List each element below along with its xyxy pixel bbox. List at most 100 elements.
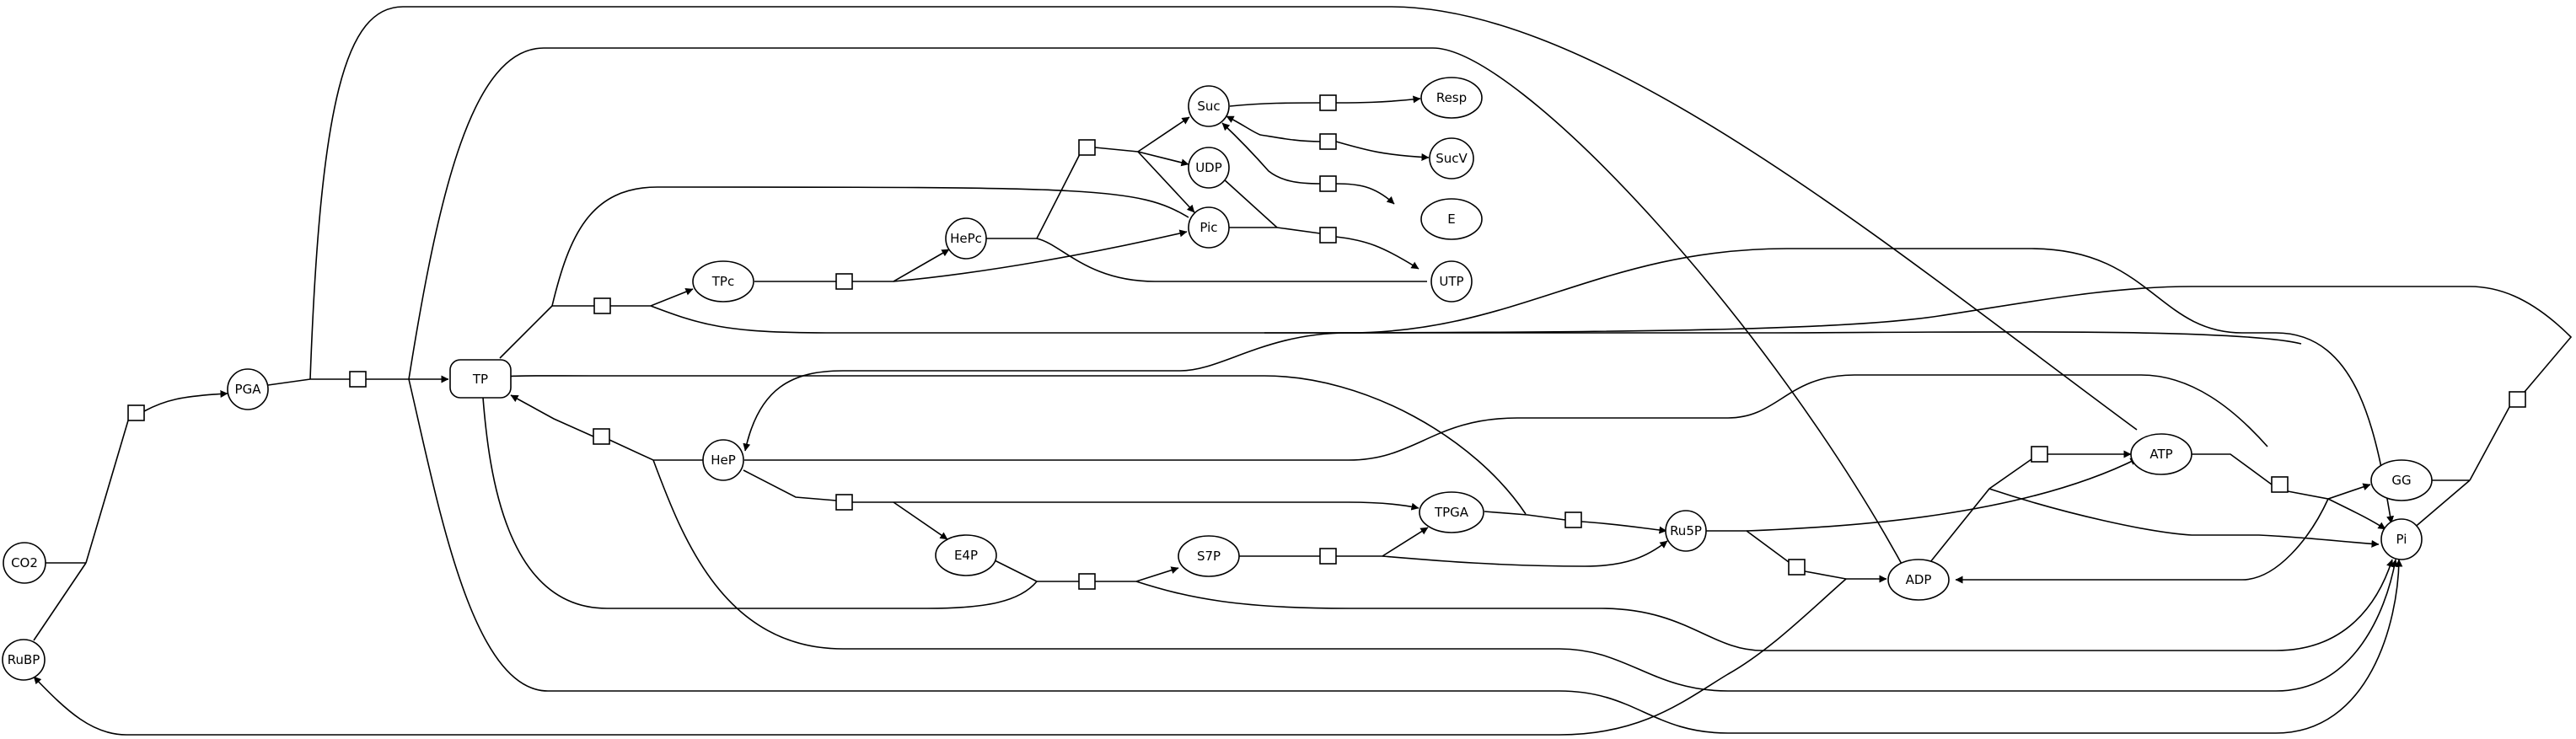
reaction-box-r3[interactable] (593, 297, 611, 314)
edge-hep-to-r11 (609, 439, 703, 461)
reaction-box-r11[interactable] (593, 428, 610, 445)
edge-tp-to-junction (499, 305, 553, 359)
node-label-hep: HeP (711, 453, 736, 468)
node-tp[interactable]: TP (449, 359, 512, 399)
node-resp[interactable]: Resp (1420, 77, 1483, 119)
edge-r14-to-ru5p (1382, 540, 1668, 567)
reaction-box-r18[interactable] (2271, 476, 2289, 493)
edge-r7-to-suc (1226, 115, 1321, 142)
edge-tp-to-tpga-long (487, 375, 1527, 515)
edge-ru5p-to-r16 (1704, 530, 1790, 563)
node-sucv[interactable]: SucV (1429, 137, 1474, 179)
edge-r1-to-pga (143, 389, 228, 412)
edge-r16-to-rubp (33, 578, 1847, 736)
edge-r3-to-pi (650, 248, 2395, 524)
edge-r11-to-pi (652, 459, 2398, 692)
reaction-box-r8[interactable] (1319, 175, 1337, 192)
reaction-box-r2[interactable] (349, 371, 367, 388)
edge-r18-to-pi (2327, 498, 2386, 530)
reaction-box-r13[interactable] (1078, 573, 1096, 590)
edge-junction-to-suc (1137, 116, 1190, 153)
node-hep[interactable]: HeP (702, 439, 744, 481)
reaction-box-r16[interactable] (1788, 559, 1806, 576)
node-udp[interactable]: UDP (1188, 147, 1230, 189)
edge-suc-to-r6 (1229, 102, 1321, 107)
node-adp[interactable]: ADP (1887, 559, 1950, 601)
node-label-ru5p: Ru5P (1670, 523, 1702, 538)
node-label-s7p: S7P (1197, 549, 1221, 564)
node-e4p[interactable]: E4P (935, 534, 997, 576)
node-atp[interactable]: ATP (2130, 433, 2192, 475)
reaction-box-r1[interactable] (127, 404, 145, 421)
node-label-utp: UTP (1439, 274, 1463, 289)
node-hepc[interactable]: HePc (945, 217, 987, 260)
reaction-box-r15[interactable] (1564, 511, 1582, 528)
edge-r12-to-tpga (852, 501, 1419, 511)
edge-r13-to-s7p (1095, 566, 1179, 582)
node-label-rubp: RuBP (8, 652, 40, 667)
edge-adp-to-r17 (1929, 458, 2032, 563)
node-label-sucv: SucV (1436, 151, 1468, 166)
node-gg[interactable]: GG (2370, 459, 2433, 501)
reaction-box-r6[interactable] (1319, 94, 1337, 111)
edge-r8-to-e (1335, 183, 1395, 205)
node-ru5p[interactable]: Ru5P (1665, 510, 1707, 552)
node-label-pga: PGA (235, 382, 262, 397)
edge-r11-to-tp (510, 394, 594, 437)
node-label-co2: CO2 (11, 555, 38, 570)
node-label-udp: UDP (1195, 160, 1222, 175)
edge-hep-to-atp (744, 374, 2268, 461)
edges (33, 6, 2573, 736)
node-pga[interactable]: PGA (227, 368, 269, 410)
node-tpc[interactable]: TPc (692, 260, 754, 303)
edge-r8-to-suc (1221, 122, 1321, 185)
node-co2[interactable]: CO2 (3, 542, 46, 584)
edge-tp-loop-to-r13 (482, 397, 1038, 609)
node-label-hepc: HePc (950, 231, 982, 246)
edge-hep-to-r12 (743, 469, 837, 501)
edge-r7-to-sucv (1335, 141, 1430, 162)
edge-junction2-to-r9 (1276, 227, 1321, 234)
edge-atp-to-r18 (2183, 453, 2273, 485)
edge-r18-to-adp (1955, 498, 2329, 584)
reaction-box-r4[interactable] (835, 273, 853, 290)
reaction-box-r19[interactable] (2509, 391, 2526, 408)
node-label-pi: Pi (2396, 532, 2407, 547)
edge-r17-to-pi (1988, 488, 2380, 548)
node-suc[interactable]: Suc (1188, 85, 1230, 127)
node-tpga[interactable]: TPGA (1419, 491, 1484, 533)
node-label-e: E (1447, 212, 1455, 227)
reaction-box-r9[interactable] (1319, 227, 1337, 244)
edge-r6-to-resp (1335, 95, 1421, 104)
nodes: CO2 RuBP PGA TP TPc HePc Suc UDP (2, 77, 2433, 681)
edge-junction-to-r19 (2469, 406, 2510, 481)
node-label-tpc: TPc (711, 274, 734, 289)
reaction-box-r12[interactable] (835, 494, 853, 511)
edge-r9-to-utp (1335, 236, 1419, 270)
node-e[interactable]: E (1420, 198, 1483, 240)
node-label-atp: ATP (2149, 447, 2172, 462)
node-label-tp: TP (472, 372, 488, 387)
node-utp[interactable]: UTP (1430, 260, 1473, 303)
node-pi[interactable]: Pi (2380, 518, 2423, 560)
edge-junction-to-r1 (85, 420, 129, 564)
reaction-box-r17[interactable] (2031, 446, 2048, 463)
edge-udp-to-junction2 (1222, 178, 1278, 228)
node-s7p[interactable]: S7P (1178, 535, 1240, 577)
node-rubp[interactable]: RuBP (2, 639, 46, 681)
node-label-pic: Pic (1199, 220, 1217, 235)
edge-r18-to-gg (2287, 483, 2371, 500)
reaction-box-r7[interactable] (1319, 133, 1337, 150)
edge-r2-long-to-adp (408, 47, 1908, 576)
node-pic[interactable]: Pic (1188, 206, 1230, 249)
edge-r2-long-to-pi (408, 378, 2403, 734)
edge-ru5p-to-atp (1746, 458, 2139, 532)
edge-r14-to-tpga (1336, 527, 1429, 557)
reaction-box-r14[interactable] (1319, 548, 1337, 565)
edge-hepc-to-r5 (986, 153, 1081, 239)
edge-r19-to-top (1264, 286, 2573, 393)
reaction-box-r5[interactable] (1078, 139, 1096, 156)
edge-r16-to-adp (1804, 570, 1887, 583)
edge-pga-to-r2 (267, 378, 350, 386)
